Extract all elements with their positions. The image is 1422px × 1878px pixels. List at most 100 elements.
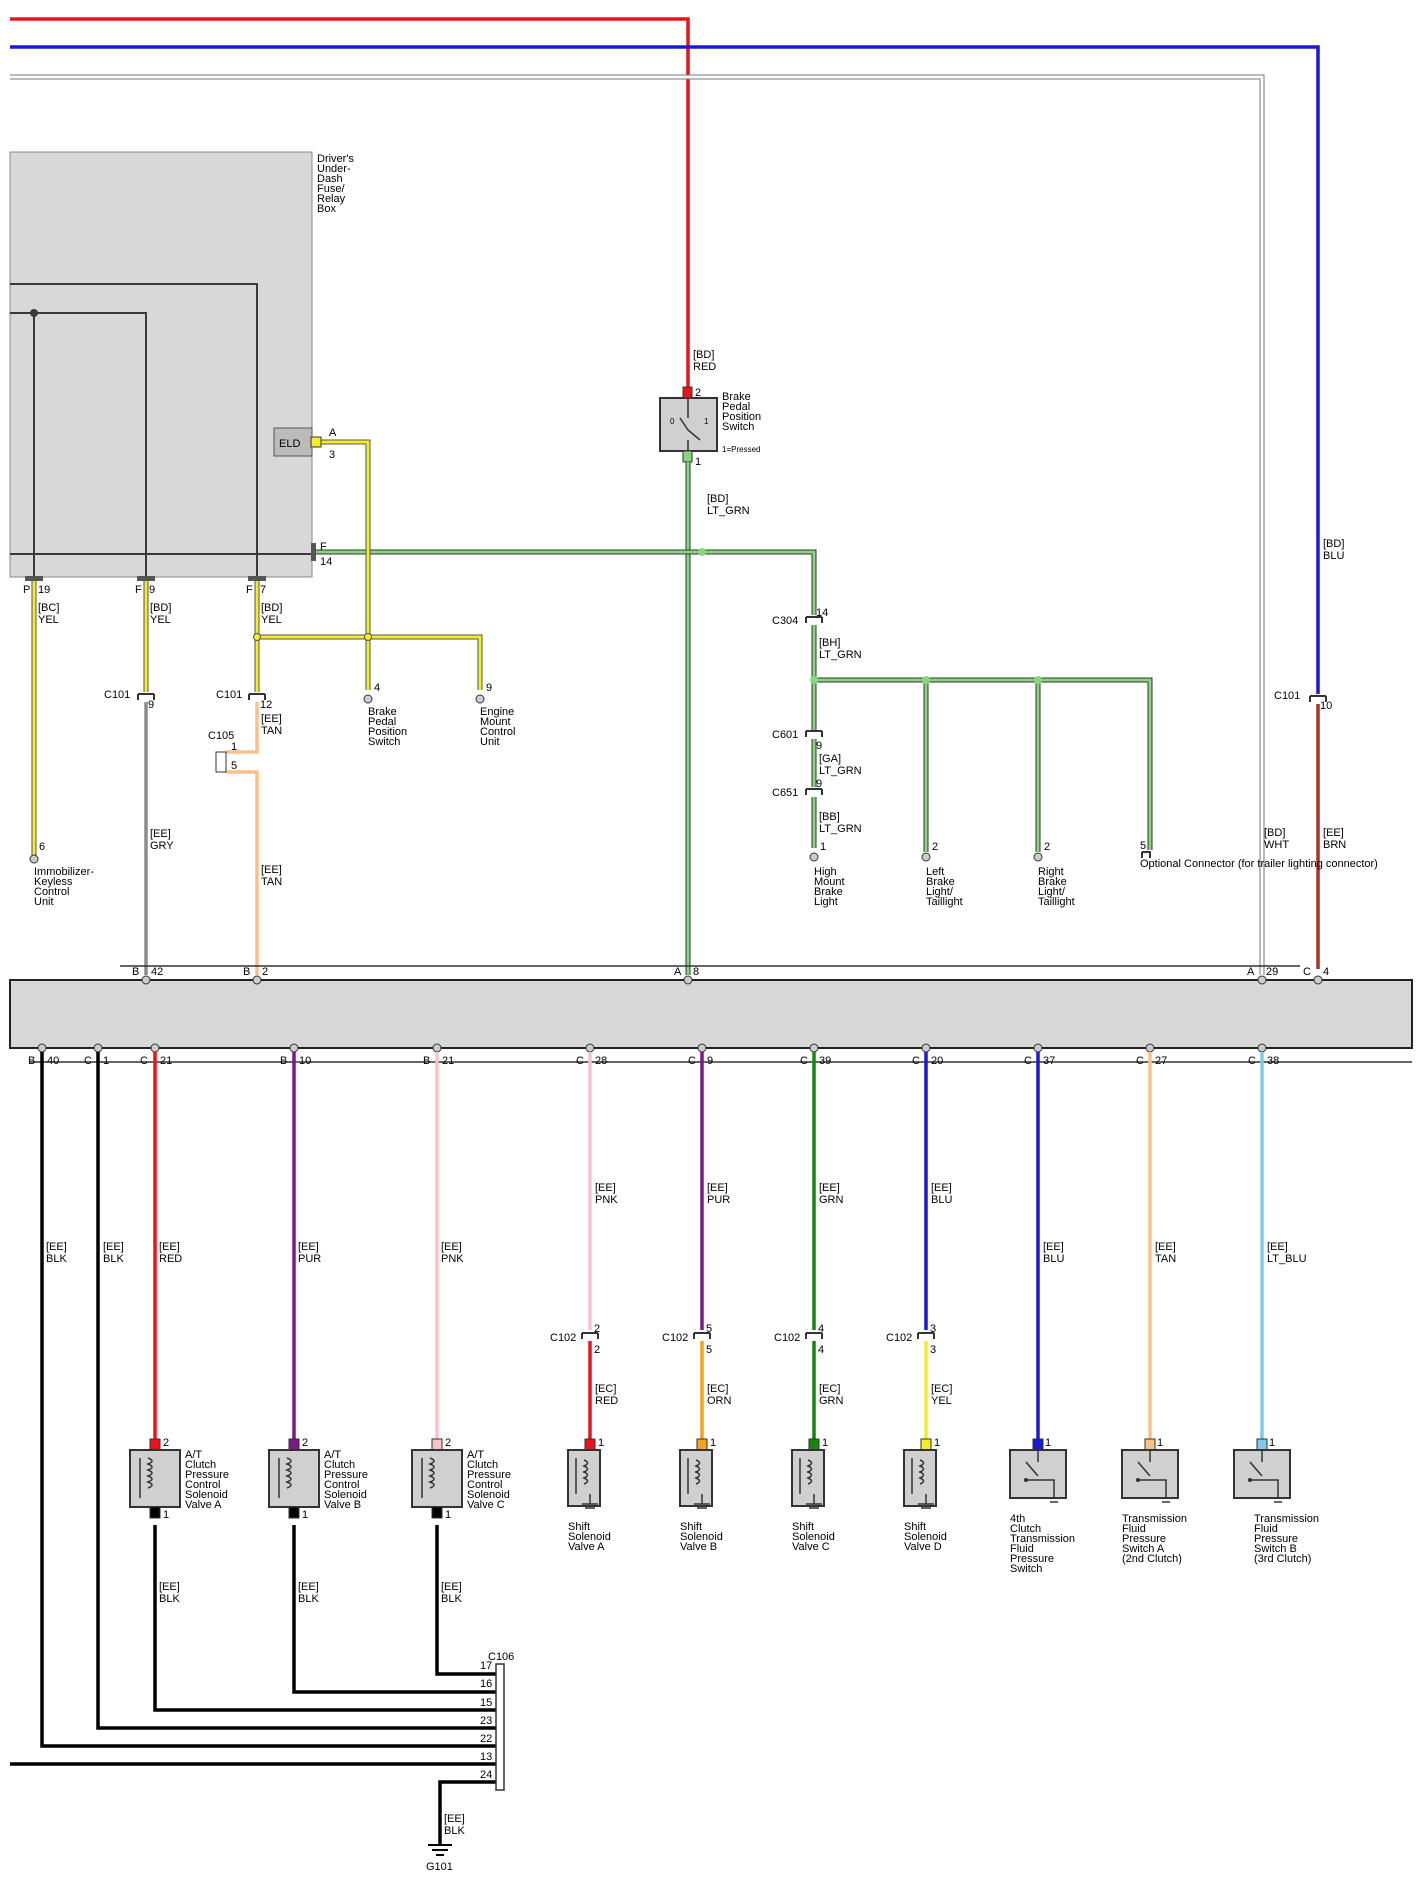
svg-text:Pressure: Pressure xyxy=(324,1469,368,1481)
svg-text:Shift: Shift xyxy=(904,1521,926,1533)
wire-label-ee-gry: [EE] GRY xyxy=(150,828,174,852)
svg-text:1: 1 xyxy=(103,1055,109,1067)
svg-text:YEL: YEL xyxy=(931,1395,952,1407)
svg-text:[EE]: [EE] xyxy=(298,1241,319,1253)
shift-solenoid-c-label: 1 Shift Solenoid Valve C xyxy=(792,1437,835,1553)
svg-text:F: F xyxy=(320,541,327,553)
svg-text:Transmission: Transmission xyxy=(1010,1533,1075,1545)
pressure-switch-4th-clutch xyxy=(1009,1438,1067,1503)
svg-text:B: B xyxy=(132,966,139,978)
svg-text:29: 29 xyxy=(1266,966,1278,978)
svg-text:19: 19 xyxy=(38,584,50,596)
svg-text:Position: Position xyxy=(368,726,407,738)
svg-text:Transmission: Transmission xyxy=(1122,1513,1187,1525)
fuse-box-pin-tabs xyxy=(25,436,322,581)
svg-text:Switch: Switch xyxy=(368,736,400,748)
svg-text:Pedal: Pedal xyxy=(368,716,396,728)
svg-text:C: C xyxy=(1136,1055,1144,1067)
svg-text:Switch A: Switch A xyxy=(1122,1543,1165,1555)
svg-text:Fluid: Fluid xyxy=(1122,1523,1146,1535)
svg-text:Light: Light xyxy=(814,896,838,908)
fuse-box-internal-wiring xyxy=(10,283,312,578)
svg-text:Pressure: Pressure xyxy=(185,1469,229,1481)
svg-text:C101: C101 xyxy=(1274,690,1300,702)
pcm-top-pin-circles xyxy=(141,975,1323,985)
svg-text:BLK: BLK xyxy=(103,1253,124,1265)
svg-text:A: A xyxy=(329,427,337,439)
svg-text:1: 1 xyxy=(445,1509,451,1521)
svg-text:(2nd Clutch): (2nd Clutch) xyxy=(1122,1553,1182,1565)
svg-text:Optional Connector (for traile: Optional Connector (for trailer lighting… xyxy=(1140,858,1378,870)
svg-text:Clutch: Clutch xyxy=(324,1459,355,1471)
svg-text:10: 10 xyxy=(1320,700,1332,712)
svg-text:Light/: Light/ xyxy=(1038,886,1066,898)
svg-text:Pedal: Pedal xyxy=(722,401,750,413)
svg-text:GRN: GRN xyxy=(819,1395,844,1407)
shift-solenoid-b-label: 1 Shift Solenoid Valve B xyxy=(680,1437,723,1553)
svg-text:[BC]: [BC] xyxy=(38,602,59,614)
svg-text:C: C xyxy=(576,1055,584,1067)
svg-text:[EE]: [EE] xyxy=(441,1241,462,1253)
svg-text:Fluid: Fluid xyxy=(1010,1543,1034,1555)
svg-text:C601: C601 xyxy=(772,729,798,741)
wire-label-bd-blu: [BD] BLU xyxy=(1323,538,1344,562)
svg-text:1: 1 xyxy=(710,1437,716,1449)
svg-text:4: 4 xyxy=(818,1344,824,1356)
svg-text:Brake: Brake xyxy=(368,706,397,718)
brake-switch-pos1: 1 xyxy=(704,417,709,426)
svg-text:Immobilizer-: Immobilizer- xyxy=(34,866,94,878)
svg-text:C: C xyxy=(800,1055,808,1067)
pressure-switch-a xyxy=(1121,1438,1179,1503)
optional-connector-mark xyxy=(1141,851,1151,858)
svg-text:C651: C651 xyxy=(772,787,798,799)
wire-label-bc-yel: [BC] YEL xyxy=(38,602,59,626)
component-engine-mount: 9 Engine Mount Control Unit xyxy=(480,682,515,748)
svg-text:4: 4 xyxy=(1323,966,1329,978)
svg-text:10: 10 xyxy=(299,1055,311,1067)
svg-text:Position: Position xyxy=(722,411,761,423)
svg-text:Left: Left xyxy=(926,866,944,878)
svg-text:Control: Control xyxy=(480,726,515,738)
pcm-bottom-pin-labels: B 40 C 1 C 21 B 10 B 21 C 28 C 9 C 39 C … xyxy=(28,1055,1279,1067)
svg-text:Pressure: Pressure xyxy=(1122,1533,1166,1545)
svg-text:16: 16 xyxy=(480,1678,492,1690)
svg-text:Solenoid: Solenoid xyxy=(324,1489,367,1501)
svg-text:PUR: PUR xyxy=(707,1194,730,1206)
svg-text:Shift: Shift xyxy=(568,1521,590,1533)
svg-text:C: C xyxy=(84,1055,92,1067)
svg-text:12: 12 xyxy=(260,699,272,711)
svg-text:[EC]: [EC] xyxy=(819,1383,840,1395)
svg-text:[BD]: [BD] xyxy=(707,493,728,505)
component-immobilizer: 6 Immobilizer- Keyless Control Unit xyxy=(34,841,94,908)
svg-text:[EE]: [EE] xyxy=(1267,1241,1288,1253)
c106-pin-labels: 17 16 15 23 22 13 24 xyxy=(480,1660,492,1781)
svg-text:[EE]: [EE] xyxy=(298,1581,319,1593)
svg-text:3: 3 xyxy=(930,1323,936,1335)
svg-text:Pressure: Pressure xyxy=(467,1469,511,1481)
svg-text:B: B xyxy=(28,1055,35,1067)
svg-text:BLU: BLU xyxy=(1323,550,1344,562)
svg-text:[EE]: [EE] xyxy=(441,1581,462,1593)
svg-text:5: 5 xyxy=(706,1344,712,1356)
brake-switch-pin-2: 2 xyxy=(695,387,701,399)
svg-text:TAN: TAN xyxy=(261,725,282,737)
svg-text:BLU: BLU xyxy=(931,1194,952,1206)
svg-text:C: C xyxy=(1024,1055,1032,1067)
svg-text:C: C xyxy=(140,1055,148,1067)
svg-text:2: 2 xyxy=(163,1437,169,1449)
c106-label: C106 xyxy=(488,1651,514,1663)
svg-text:6: 6 xyxy=(39,841,45,853)
c102-labels: C102 2 2 C102 5 5 C102 4 4 C102 3 3 xyxy=(550,1323,936,1356)
brake-switch-pos0: 0 xyxy=(670,417,675,426)
svg-text:9: 9 xyxy=(148,699,154,711)
svg-text:Solenoid: Solenoid xyxy=(185,1489,228,1501)
svg-text:Engine: Engine xyxy=(480,706,514,718)
svg-text:A: A xyxy=(1247,966,1255,978)
svg-text:Mount: Mount xyxy=(480,716,511,728)
svg-text:GRN: GRN xyxy=(819,1194,844,1206)
brake-pedal-switch-label: Brake Pedal Position Switch xyxy=(722,391,761,433)
svg-text:1: 1 xyxy=(163,1509,169,1521)
svg-text:Brake: Brake xyxy=(722,391,751,403)
top-connector-labels: C101 9 C101 12 C105 1 5 C101 10 C304 14 … xyxy=(104,607,1332,799)
pressure-switch-b xyxy=(1233,1438,1291,1503)
